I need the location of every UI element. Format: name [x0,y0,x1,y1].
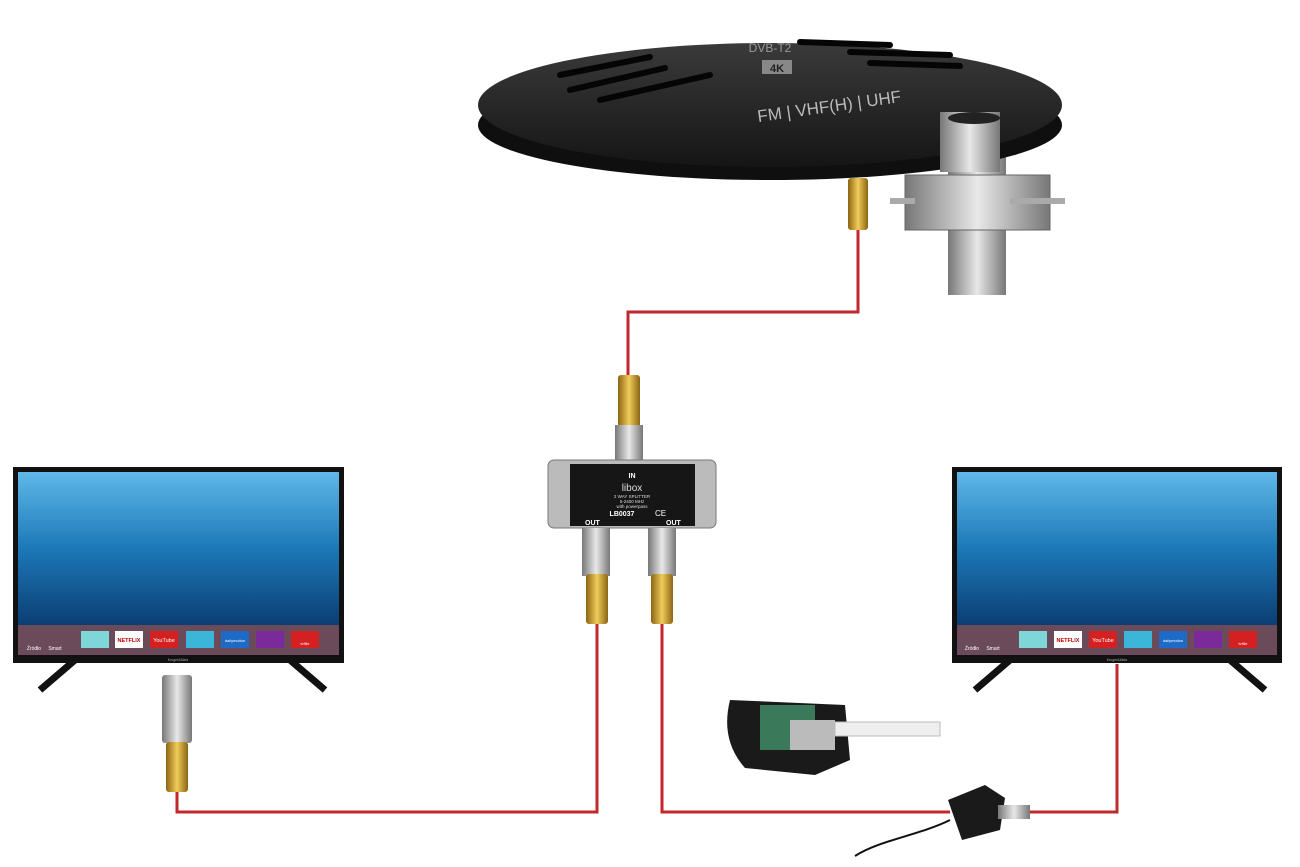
splitter-input-connector [618,375,640,427]
angled-iec-plug [948,785,1030,840]
tv-left: Źródło Smart NETFLIX YouTube dailymotion… [13,467,344,792]
black-wire [854,819,951,857]
app-bar [18,625,339,655]
splitter-ce-mark: CE [655,509,666,518]
tv-brand: Kruger&Matz [168,658,189,662]
splitter-line3: with powerpass [616,504,648,509]
plug-detail [727,700,941,775]
antenna-4k-badge: 4K [770,63,784,75]
tv-screen [957,472,1277,625]
antenna-dvb-badge: DVB-T2 [749,41,792,55]
antenna: 4K DVB-T2 FM | VHF(H) | UHF [478,39,1065,295]
splitter-line2: 5-2400 MHz [620,499,645,504]
antenna-connector [848,178,868,230]
tv-right: Źródło Smart NETFLIX YouTube dailymotion… [952,467,1282,693]
menu-smart: Smart [48,646,62,652]
app-tvfilix: tvfilix [1239,641,1248,646]
app-tvfilix: tvfilix [301,641,310,646]
app-youtube: YouTube [153,638,175,644]
cable-antenna-to-splitter [626,228,860,378]
splitter-in-label: IN [629,473,636,480]
tv-brand: Kruger&Matz [1107,658,1128,662]
app-netflix: NETFLIX [1057,638,1080,644]
splitter-out-right: OUT [666,520,682,527]
splitter-line1: 2 WAY SPLITTER [614,494,651,499]
menu-source: Źródło [27,645,41,652]
splitter: IN libox 2 WAY SPLITTER 5-2400 MHz with … [547,375,717,624]
cable-splitter-to-left-tv [175,622,599,814]
iec-adapter [162,675,192,743]
app-dailymotion: dailymotion [1163,638,1183,643]
tv-screen [18,472,339,625]
app-youtube: YouTube [1092,638,1114,644]
splitter-model: LB0037 [610,511,635,518]
splitter-output-connector-right [651,574,673,624]
splitter-output-connector-left [586,574,608,624]
app-dailymotion: dailymotion [225,638,245,643]
cable-plug-to-right-tv [1028,664,1119,814]
coax-cables [175,228,1119,814]
menu-smart: Smart [986,646,1000,652]
tv-left-connector [166,742,188,792]
cable-splitter-to-plug [660,622,950,814]
menu-source: Źródło [965,645,979,652]
app-netflix: NETFLIX [118,638,141,644]
splitter-out-left: OUT [585,520,601,527]
splitter-brand: libox [622,483,643,494]
